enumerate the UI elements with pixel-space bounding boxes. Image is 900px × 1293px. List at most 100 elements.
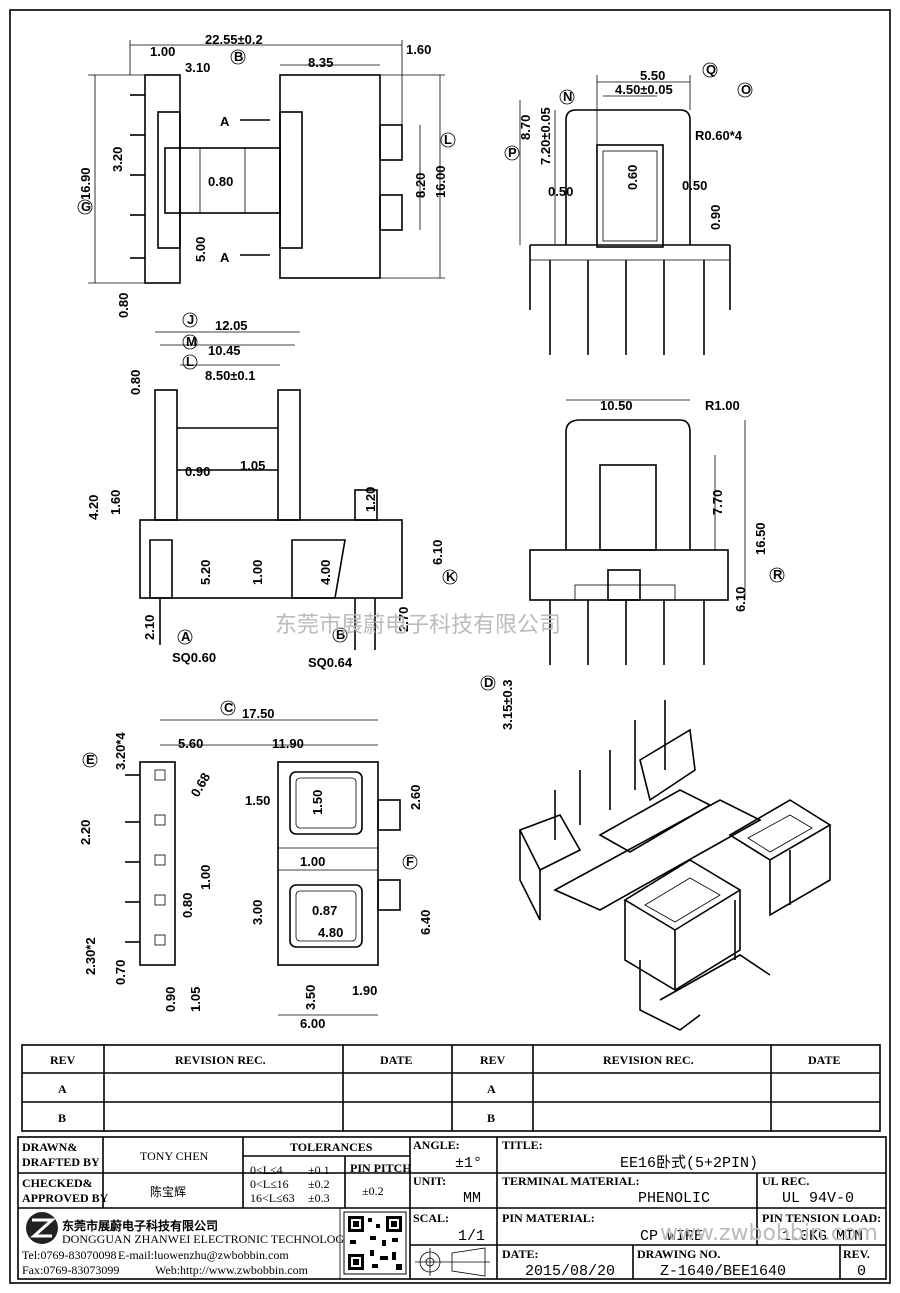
view-bottom-left: 17.50 5.60 11.90 3.20*4 0.68 2.20 1.00 0…	[78, 706, 433, 1031]
tb-value: 1/1	[458, 1228, 485, 1245]
dim-label: 3.20	[110, 147, 125, 172]
callout-letter: N	[563, 89, 572, 104]
tb-label: TERMINAL MATERIAL:	[502, 1174, 639, 1188]
dim-label: 7.70	[710, 490, 725, 515]
dim-label: 6.40	[418, 910, 433, 935]
dim-label: 0.80	[128, 370, 143, 395]
dim-label: A	[220, 114, 230, 129]
tb-value: 1.0KG MIN	[782, 1228, 863, 1245]
dim-label: 4.00	[318, 560, 333, 585]
dim-label: 1.00	[150, 44, 175, 59]
tb-tol: 0<L≤4	[250, 1163, 283, 1177]
callout-letter: C	[224, 700, 234, 715]
tb-value: TONY CHEN	[140, 1149, 209, 1163]
dim-label: 4.20	[86, 495, 101, 520]
dim-label: 16.50	[753, 522, 768, 555]
view-isometric	[518, 700, 832, 1031]
dim-label: 1.20	[363, 487, 378, 512]
callout-letter: G	[81, 199, 91, 214]
company-fax: Fax:0769-83073099	[22, 1263, 119, 1277]
dim-label: 0.80	[116, 293, 131, 318]
dim-label: 6.10	[733, 587, 748, 612]
rev-cell: A	[487, 1082, 496, 1096]
dim-label: 0.87	[312, 903, 337, 918]
callout-letter: K	[446, 569, 456, 584]
callout-letter: L	[444, 132, 452, 147]
dim-label: R1.00	[705, 398, 740, 413]
rev-header: DATE	[808, 1053, 840, 1067]
dim-label: 11.90	[272, 736, 304, 751]
dim-label: 1.05	[188, 987, 203, 1012]
dim-label: 2.10	[142, 615, 157, 640]
dim-label: 0.68	[188, 770, 214, 799]
view-front-left: 12.05 10.45 8.50±0.1 0.80 0.90 1.05 4.20…	[86, 318, 445, 670]
dim-label: 3.20*4	[113, 732, 128, 770]
drawing-frame	[9, 9, 891, 1284]
view-side-right: 10.50 R1.00 7.70 16.50 6.10 3.15±0.3	[500, 398, 768, 730]
dim-label: 1.05	[240, 458, 265, 473]
callout-letter: Q	[706, 62, 716, 77]
tb-value: 0	[857, 1263, 866, 1280]
dim-label: 16.90	[78, 167, 93, 200]
dim-label: 12.05	[215, 318, 248, 333]
dim-label: 1.60	[406, 42, 431, 57]
tb-label: DRAFTED BY	[22, 1155, 100, 1169]
tb-label: TOLERANCES	[290, 1140, 373, 1154]
rev-cell: B	[487, 1111, 495, 1125]
dim-label: 2.60	[408, 785, 423, 810]
dim-label: 7.20±0.05	[538, 107, 553, 165]
qr-code	[343, 1211, 407, 1275]
rev-header: DATE	[380, 1053, 412, 1067]
callout-letter: O	[741, 82, 751, 97]
dim-label: 0.70	[113, 960, 128, 985]
dim-label: 2.30*2	[83, 937, 98, 975]
dim-label: 1.00	[250, 560, 265, 585]
tb-value: Z-1640/BEE1640	[660, 1263, 786, 1280]
company-logo-icon	[26, 1212, 58, 1244]
company-email: E-mail:luowenzhu@zwbobbin.com	[118, 1248, 289, 1262]
dim-label: 8.35	[308, 55, 333, 70]
view-top-left: A A 22.55±0.2 1.00 3.10 8.35 1.60 16.90 …	[78, 32, 448, 318]
dim-label: 22.55±0.2	[205, 32, 263, 47]
tb-label: DATE:	[502, 1247, 538, 1261]
tb-label: APPROVED BY	[22, 1191, 109, 1205]
dim-label: 3.50	[303, 985, 318, 1010]
dim-label: 1.90	[352, 983, 377, 998]
dim-label: 0.90	[185, 464, 210, 479]
revision-table: REV REVISION REC. DATE REV REVISION REC.…	[21, 1044, 881, 1132]
tb-value: PHENOLIC	[638, 1190, 710, 1207]
dim-label: 8.20	[413, 173, 428, 198]
tb-value: ±1°	[455, 1155, 482, 1172]
dim-label: 1.50	[245, 793, 270, 808]
company-name-en: DONGGUAN ZHANWEI ELECTRONIC TECHNOLOGY C…	[62, 1232, 406, 1246]
tb-tol: ±0.2	[308, 1177, 330, 1191]
tb-label: TITLE:	[502, 1138, 543, 1152]
callout-letter: E	[86, 752, 95, 767]
dim-label: SQ0.64	[308, 655, 353, 670]
company-web: Web:http://www.zwbobbin.com	[155, 1263, 309, 1277]
dim-label: 16.00	[433, 165, 448, 198]
callout-letter: J	[187, 312, 194, 327]
tb-label: PIN MATERIAL:	[502, 1211, 595, 1225]
dim-label: 5.50	[640, 68, 665, 83]
dim-label: 4.80	[318, 925, 343, 940]
dim-label: 0.90	[163, 987, 178, 1012]
dim-label: 0.60	[625, 165, 640, 190]
dim-label: A	[220, 250, 230, 265]
callouts: B G L Q O N P J M L K A B R D C E F	[77, 49, 785, 870]
tb-value: CP WIRE	[640, 1228, 703, 1245]
dim-label: 10.45	[208, 343, 241, 358]
callout-letter: B	[336, 627, 345, 642]
tb-label: ANGLE:	[413, 1138, 460, 1152]
dim-label: 0.80	[208, 174, 233, 189]
dim-label: 17.50	[242, 706, 275, 721]
tb-value: UL 94V-0	[782, 1190, 854, 1207]
tb-title: EE16卧式(5+2PIN)	[620, 1154, 758, 1172]
dim-label: 6.10	[430, 540, 445, 565]
tb-label: UL REC.	[762, 1174, 809, 1188]
tb-value: ±0.2	[362, 1184, 384, 1198]
tb-label: SCAL:	[413, 1211, 449, 1225]
tb-label: DRAWING NO.	[637, 1247, 720, 1261]
tb-value: 2015/08/20	[525, 1263, 615, 1280]
tb-label: UNIT:	[413, 1174, 446, 1188]
